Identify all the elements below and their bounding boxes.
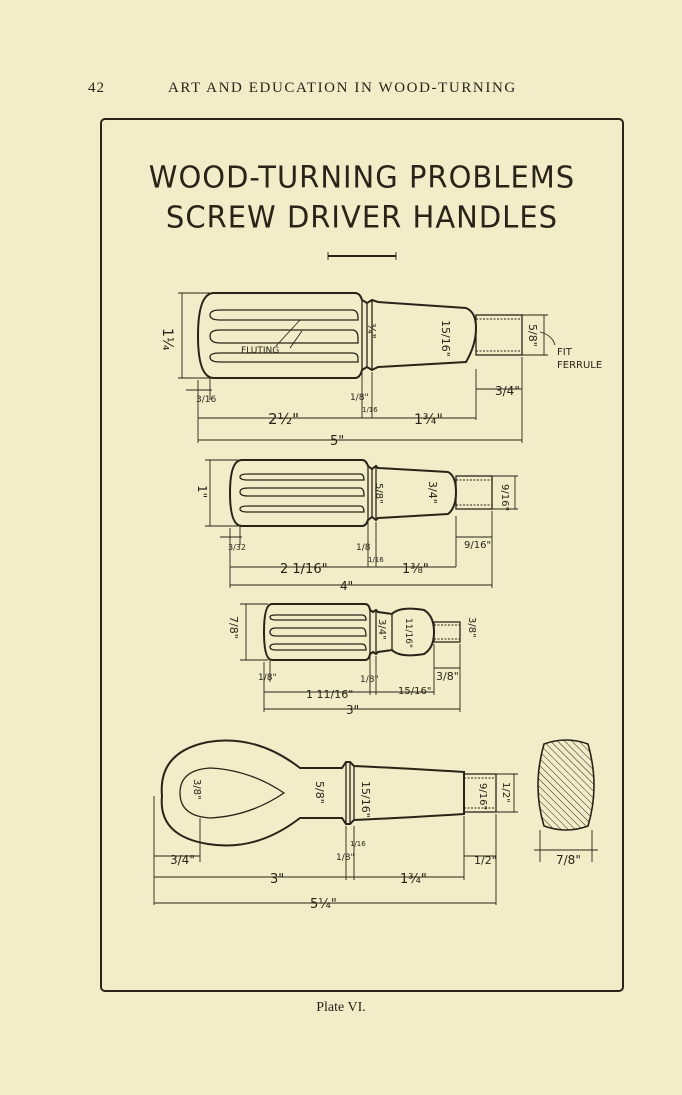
dim-2-height: 1" xyxy=(195,485,209,498)
dim-1-ferrule-dia: 5/8" xyxy=(526,324,539,347)
dim-2-taper: 1⅜" xyxy=(402,562,429,577)
label-fluting: FLUTING xyxy=(241,346,279,356)
dim-4-bead-2: 1/16 xyxy=(350,840,366,848)
label-ferrule: FERRULE xyxy=(557,360,602,371)
dim-2-body: 2 1/16" xyxy=(280,562,328,577)
dim-4-loop: 3/8" xyxy=(191,779,202,800)
dim-2-bead: 1/8 xyxy=(356,543,371,553)
dim-1-left-offset: 3/16 xyxy=(196,395,216,405)
dim-4-loop-offset: 3/4" xyxy=(170,853,195,867)
dim-3-taper: 15/16" xyxy=(398,686,431,697)
dim-1-bead: 1/8" xyxy=(350,393,369,403)
page-number: 42 xyxy=(88,80,105,96)
dim-2-neck: 5/8" xyxy=(373,483,384,504)
dim-3-bead: 1/8" xyxy=(360,675,379,685)
dim-1-bead-2: 1/16 xyxy=(362,406,378,414)
dim-2-total: 4" xyxy=(340,579,353,593)
dim-3-ferrule-len: 3/8" xyxy=(436,670,459,683)
dim-1-neck-2: 15/16" xyxy=(439,320,452,357)
dim-2-ferrule-len: 9/16" xyxy=(464,540,491,551)
dim-4-loop-len: 3" xyxy=(270,872,284,887)
dim-2-bead-2: 1/16 xyxy=(368,556,384,564)
plate-frame xyxy=(100,118,624,992)
plate-caption: Plate VI. xyxy=(316,1000,366,1015)
handle-2-drawing: 1" 5/8" 3/4" 9/16" 3/32 1/8 1/16 9/16" 2… xyxy=(195,459,518,593)
label-fit: FIT xyxy=(557,347,573,358)
dim-3-ferrule-dia: 3/8" xyxy=(466,617,477,638)
running-title: ART AND EDUCATION IN WOOD-TURNING xyxy=(168,80,517,96)
dim-1-height: 1¼ xyxy=(159,328,175,351)
running-head: 42 ART AND EDUCATION IN WOOD-TURNING xyxy=(0,80,682,102)
dim-3-left-offset: 1/8" xyxy=(258,673,277,683)
dim-4-bead: 1/8" xyxy=(336,853,355,863)
dim-2-ferrule-dia: 9/16" xyxy=(499,484,510,511)
dim-1-body: 2½" xyxy=(268,410,299,428)
dim-4-taper: 1¾" xyxy=(400,872,427,887)
dim-3-neck: 3/4" xyxy=(376,619,387,640)
dim-4-ferrule-dia: 9/16" xyxy=(477,783,488,810)
dim-1-ferrule-len: 3/4" xyxy=(495,384,520,398)
handle-4-drawing: 3/8" 5/8" 15/16" 9/16" 1/2" 3/4" 1/8" 1/… xyxy=(153,739,518,912)
handle-1-drawing: FLUTING FIT FERRULE 1¼ ¾" 15/16" 5/8" 3/… xyxy=(159,292,602,449)
dim-2-left-offset: 3/32 xyxy=(228,543,246,552)
cross-section-drawing: 7/8" xyxy=(534,739,598,867)
dim-4-ferrule-len: 1/2" xyxy=(474,854,497,867)
plate-title-line-2: SCREW DRIVER HANDLES xyxy=(165,199,559,235)
dim-4-neck: 5/8" xyxy=(313,781,326,804)
dim-section: 7/8" xyxy=(556,853,581,867)
dim-3-knob: 11/16" xyxy=(403,618,413,648)
dim-1-total: 5" xyxy=(330,434,344,449)
dim-3-body: 1 11/16" xyxy=(306,688,353,701)
dim-3-total: 3" xyxy=(346,703,359,717)
dim-4-taper-dia: 15/16" xyxy=(359,781,372,818)
dim-1-taper: 1¾" xyxy=(414,412,443,428)
plate-title-line-1: WOOD-TURNING PROBLEMS xyxy=(148,159,576,195)
dim-3-height: 7/8" xyxy=(227,616,240,639)
handle-3-drawing: 7/8" 3/4" 11/16" 3/8" 1/8" 1/8" 3/8" 1 1… xyxy=(227,603,477,717)
dim-1-neck: ¾" xyxy=(365,323,378,339)
dim-4-total: 5¼" xyxy=(310,897,337,912)
dim-2-taper-dia: 3/4" xyxy=(426,481,439,504)
dim-4-ferrule-outer: 1/2" xyxy=(500,782,511,803)
